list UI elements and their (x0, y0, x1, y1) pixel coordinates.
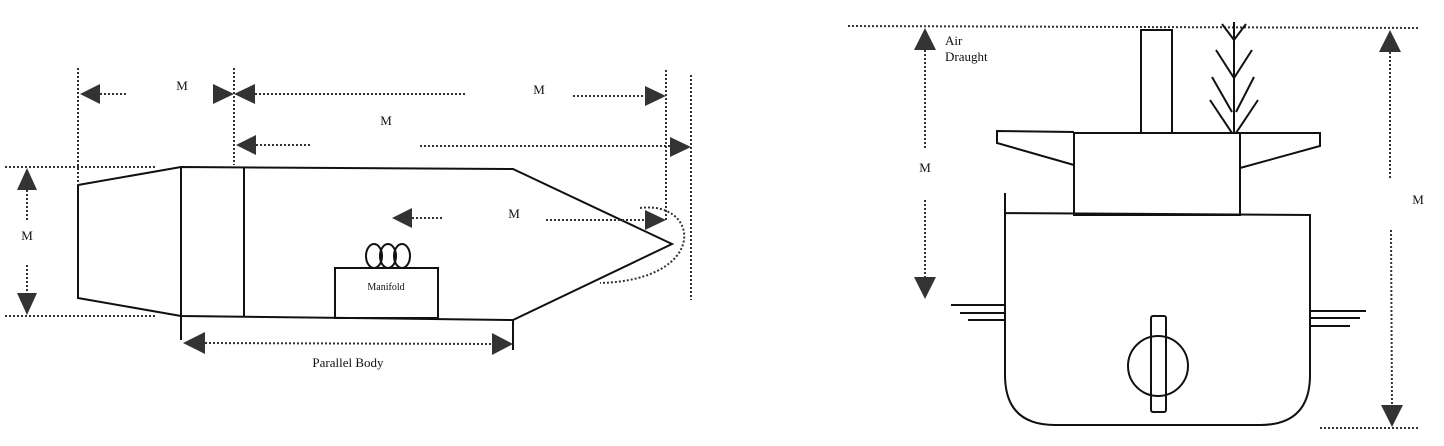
svg-text:M: M (508, 206, 520, 221)
funnel (1140, 29, 1173, 134)
svg-text:M: M (919, 160, 931, 175)
manifold-connection-icon (393, 243, 411, 269)
superstructure (996, 29, 1321, 216)
svg-text:Draught: Draught (945, 49, 988, 64)
hull-outline (77, 165, 675, 322)
dimension-parallel-body: Parallel Body (180, 316, 514, 370)
dimension-row-3: M (392, 206, 666, 230)
parallel-body-label: Parallel Body (312, 355, 384, 370)
dimension-total-height: M (1379, 30, 1424, 427)
propeller (1127, 315, 1189, 413)
dimension-stern-overhang: M (80, 78, 234, 104)
svg-text:M: M (176, 78, 188, 93)
svg-text:M: M (1412, 192, 1424, 207)
hull-section (951, 193, 1366, 426)
end-view: Air Draught M M (847, 22, 1424, 429)
manifold-label: Manifold (367, 282, 404, 293)
dimension-air-draught: Air Draught M (914, 28, 988, 299)
svg-text:M: M (380, 113, 392, 128)
manifold-connection-icon (379, 243, 397, 269)
manifold: Manifold (334, 243, 439, 319)
svg-text:Air: Air (945, 33, 963, 48)
manifold-connection-icon (365, 243, 383, 269)
mast-icon (1209, 22, 1259, 134)
plan-view: Manifold M M M (5, 68, 692, 370)
dimension-bow-to-manifold: M (234, 82, 666, 106)
svg-text:M: M (533, 82, 545, 97)
dimension-depth: M (17, 168, 37, 315)
dimension-row-2: M (236, 113, 691, 157)
svg-text:M: M (21, 228, 33, 243)
